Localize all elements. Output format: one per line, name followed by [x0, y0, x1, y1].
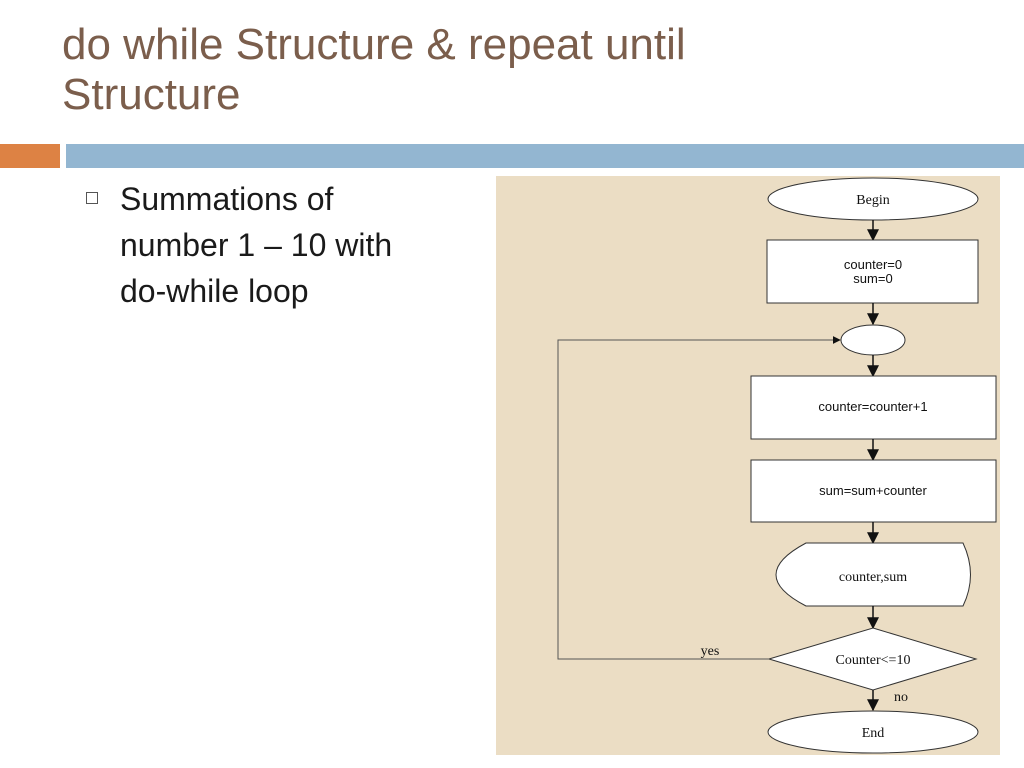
bullet-line-1: Summations of [120, 181, 334, 217]
init-label-counter: counter=0 [844, 257, 902, 272]
bullet-line-3: do-while loop [120, 273, 309, 309]
end-label: End [862, 726, 885, 741]
init-label-sum: sum=0 [853, 271, 892, 286]
no-label: no [894, 690, 908, 705]
increment-process-box: counter=counter+1 [750, 375, 997, 440]
accumulate-process-box: sum=sum+counter [750, 459, 997, 523]
init-process-box: counter=0 sum=0 [766, 239, 979, 304]
increment-label: counter=counter+1 [818, 399, 927, 414]
yes-label: yes [701, 644, 720, 659]
flowchart-diagram: Begin counter=0 sum=0 counter=counter+1 … [496, 176, 1000, 755]
begin-terminator: Begin [767, 177, 979, 221]
loop-connector [840, 324, 906, 356]
bullet-line-2: number 1 – 10 with [120, 227, 393, 263]
output-label: counter,sum [839, 570, 907, 585]
slide-title: do while Structure & repeat until Struct… [62, 20, 962, 120]
bullet-text: Summations of number 1 – 10 with do-whil… [120, 176, 392, 314]
begin-label: Begin [856, 193, 889, 208]
accent-bar-orange [0, 144, 60, 168]
accent-bar-blue [66, 144, 1024, 168]
square-bullet-icon [86, 192, 98, 204]
slide-title-line-2: Structure [62, 70, 241, 119]
accumulate-label: sum=sum+counter [819, 483, 927, 498]
output-shape: counter,sum [775, 542, 971, 607]
condition-label: Counter<=10 [836, 653, 911, 668]
arrow-yes-loop-back [557, 336, 841, 660]
end-terminator: End [767, 710, 979, 754]
slide-title-line-1: do while Structure & repeat until [62, 20, 686, 69]
flowchart-canvas: Begin counter=0 sum=0 counter=counter+1 … [557, 177, 997, 754]
condition-diamond: Counter<=10 [767, 627, 978, 691]
